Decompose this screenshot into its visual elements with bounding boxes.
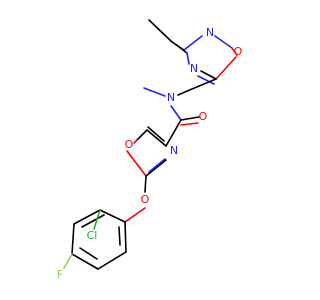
atom-label-oxadiazole-n-bottom: N xyxy=(190,62,198,75)
bond-oxadiazole-o1-c5 xyxy=(215,56,237,80)
bond-layer xyxy=(63,19,238,270)
bond-phenyl-c2-c3 xyxy=(73,209,101,225)
bond-oxazole-c2-n3-double xyxy=(148,158,166,173)
bond-oxazole-c2-n3 xyxy=(145,159,167,177)
atom-label-oxadiazole-n-top: N xyxy=(206,26,214,39)
bond-carbonyl-o xyxy=(180,116,200,121)
bond-phenyl-fluorine xyxy=(63,253,73,269)
bond-oxazole-o1-c2 xyxy=(126,150,147,177)
bond-oxazole-c2-methylene xyxy=(144,175,147,193)
atom-label-chlorine: Cl xyxy=(87,229,98,242)
atom-label-layer: N O N N O O N O Cl F xyxy=(57,26,243,281)
bond-carbonyl-o-double xyxy=(180,122,199,126)
bond-phenyl-c1-c6 xyxy=(124,221,127,253)
bond-amide-n-methyl xyxy=(143,87,166,97)
bond-oxadiazole-c3-n2-colored xyxy=(183,35,203,51)
bond-oxazole-o1-colored xyxy=(133,139,138,144)
bond-oxadiazole-c5-n4 xyxy=(200,70,217,80)
bond-oxadiazole-c5-n4-double xyxy=(197,75,215,85)
atom-label-oxadiazole-o: O xyxy=(234,45,243,58)
bond-carbonyl-oxazole-c4 xyxy=(165,119,182,147)
atom-label-amide-n: N xyxy=(167,91,175,104)
bond-phenyl-c5-c6 xyxy=(97,251,127,270)
bond-ether-o-phenyl xyxy=(124,207,146,223)
atom-label-amide-o: O xyxy=(199,110,208,123)
bond-phenyl-c4-c5 xyxy=(71,253,99,270)
bond-oxadiazole-methylene xyxy=(191,78,217,90)
bond-oxadiazole-c3-n4-double xyxy=(174,43,188,54)
bond-methylene-amide-n xyxy=(177,88,193,96)
atom-label-ether-o: O xyxy=(141,193,150,206)
bond-amide-n-carbonyl-carbon xyxy=(170,105,182,121)
bond-oxazole-c5-o1 xyxy=(136,129,148,141)
bond-phenyl-aromatic-3 xyxy=(118,226,121,246)
molecule-canvas: N O N N O O N O Cl F xyxy=(56,19,243,281)
bond-oxadiazole-n4-colored xyxy=(186,52,190,65)
bond-phenyl-aromatic-1 xyxy=(81,214,105,228)
atom-label-oxazole-o: O xyxy=(125,138,134,151)
bond-oxazole-c4-c5 xyxy=(146,129,167,147)
bond-oxadiazole-n2-o1 xyxy=(214,35,233,49)
bond-methyl-oxadiazole xyxy=(148,19,173,43)
atom-label-oxazole-n: N xyxy=(170,144,178,157)
bond-phenyl-aromatic-2 xyxy=(79,247,98,260)
bond-phenyl-chlorine xyxy=(93,209,101,230)
bond-phenyl-c3-c4 xyxy=(71,223,75,255)
atom-label-fluorine: F xyxy=(57,268,63,281)
bond-oxazole-c4-c5-double xyxy=(147,126,165,142)
bond-phenyl-c1-c2 xyxy=(99,209,126,223)
molecule-diagram: N O N N O O N O Cl F xyxy=(57,19,243,281)
bond-oxadiazole-o1 xyxy=(231,47,238,56)
